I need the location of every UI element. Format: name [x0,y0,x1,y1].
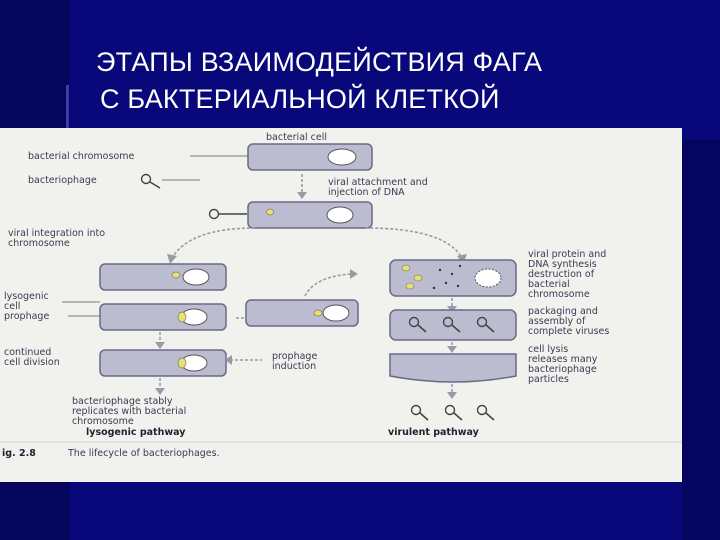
label-attach-2: injection of DNA [328,187,405,198]
arrowhead-lysis [447,346,457,353]
cell-lysed [390,354,516,382]
label-bacterial-chromosome: bacterial chromosome [28,151,135,162]
lifecycle-diagram: bacterial cell bacterial chromosome bact… [0,128,682,482]
attached-phage-icon [210,210,248,219]
arrowhead-attach [297,192,307,199]
label-packaging-3: complete viruses [528,326,609,337]
chromosome-infected [327,207,353,223]
chromosome-integrated [183,269,209,285]
phage-dna-induction [314,310,322,316]
chromosome-initial [328,149,356,165]
label-prophage: prophage [4,311,49,322]
chromosome-induction [323,305,349,321]
phage-dna-infected [267,209,274,215]
slide-title: ЭТАПЫ ВЗАИМОДЕЙСТВИЯ ФАГА С БАКТЕРИАЛЬНО… [96,44,542,118]
slide-title-line-1: ЭТАПЫ ВЗАИМОДЕЙСТВИЯ ФАГА [96,44,542,81]
prophage-lysogenic [178,312,186,322]
arrow-induction-up [305,274,352,296]
phage-dna-integrated [172,272,180,278]
chromosome-destroyed [475,269,501,287]
label-integration-2: chromosome [8,238,70,249]
arrowhead-release [447,392,457,399]
label-stably-3: chromosome [72,416,134,427]
caption-text: The lifecycle of bacteriophages. [67,448,220,459]
arrowhead-replicates [155,388,165,395]
label-virulent-pathway: virulent pathway [388,427,480,438]
label-continued-2: cell division [4,357,60,368]
label-induction-2: induction [272,361,316,372]
released-phage-icons [412,406,495,421]
right-decoration-band [682,140,720,540]
lifecycle-figure: bacterial cell bacterial chromosome bact… [0,128,682,482]
caption-figure-number: ig. 2.8 [2,448,36,459]
label-bacteriophage: bacteriophage [28,175,97,186]
label-bacterial-cell: bacterial cell [266,132,327,143]
bacteriophage-icon [142,175,161,189]
arrowhead-to-lysogenic [167,254,177,264]
label-lysogenic-pathway: lysogenic pathway [86,427,186,438]
arrow-to-lysogenic [172,228,255,258]
label-lysis-4: particles [528,374,569,385]
arrow-to-virulent [365,228,462,258]
arrowhead-induction-up [350,269,358,279]
prophage-dividing [178,358,186,368]
slide-title-line-2: С БАКТЕРИАЛЬНОЙ КЛЕТКОЙ [96,81,542,118]
arrowhead-division [155,342,165,349]
label-destruction-3: chromosome [528,289,590,300]
